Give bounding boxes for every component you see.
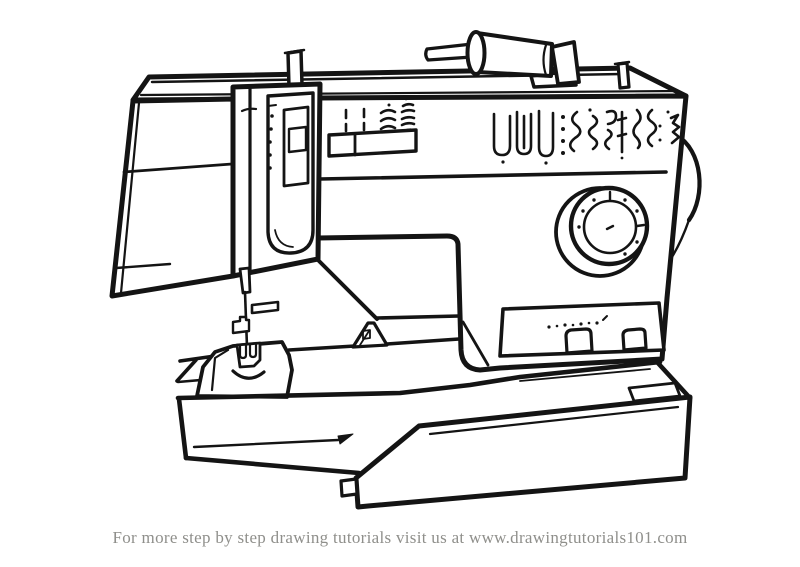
machine-body — [318, 96, 686, 370]
reverse-button — [566, 329, 592, 353]
machine-head — [233, 84, 320, 276]
panel-dots — [547, 321, 599, 329]
needle-plate — [197, 342, 292, 397]
extension-table — [341, 397, 690, 507]
free-arm-base — [178, 362, 690, 473]
tension-dots — [268, 114, 274, 170]
spool-of-thread — [426, 32, 579, 87]
dial-ticks — [577, 198, 639, 256]
needle-button — [623, 329, 646, 350]
left-end-panel — [112, 99, 233, 296]
width-slider — [329, 130, 416, 156]
harp-opening — [318, 260, 459, 319]
needle-assembly — [233, 268, 278, 367]
buttonhole-bracket — [353, 323, 387, 347]
stitch-dial — [556, 188, 647, 276]
tutorial-caption: For more step by step drawing tutorials … — [112, 528, 688, 547]
button-panel — [500, 303, 664, 356]
stitch-width-panel — [329, 97, 416, 156]
stitch-pattern-row — [494, 108, 679, 165]
bobbin-winder-pin — [615, 62, 629, 88]
thread-takeup-tab — [285, 50, 304, 87]
